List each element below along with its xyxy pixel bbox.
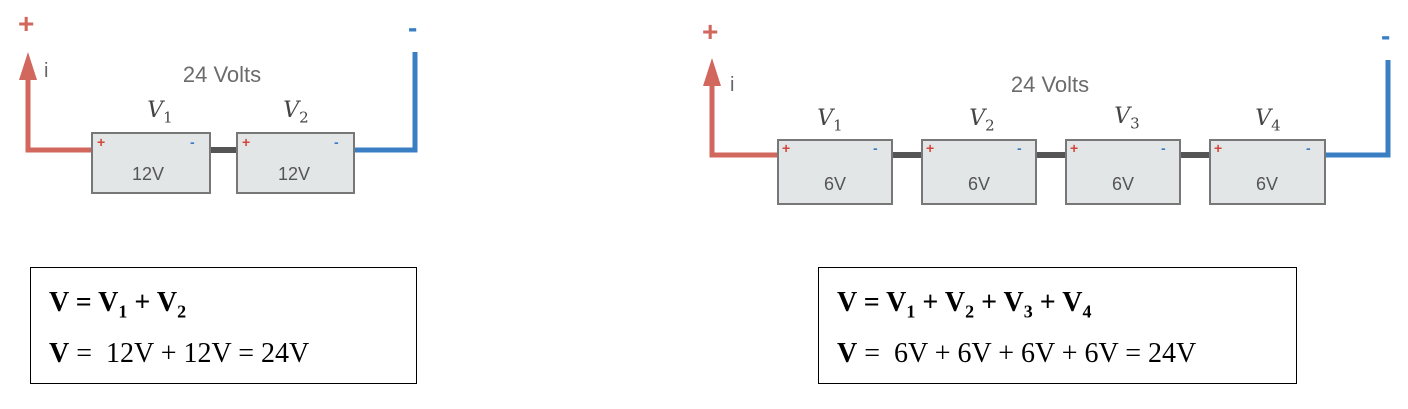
battery-v2	[236, 132, 355, 194]
battery-value: 6V	[823, 174, 847, 194]
negative-wire	[354, 52, 418, 153]
battery-value: 12V	[277, 164, 311, 184]
formula-line-1: V = V1 + V2	[49, 287, 187, 322]
current-label: i	[44, 60, 49, 82]
current-arrow-icon	[19, 52, 37, 80]
battery-label-v4: V4	[1255, 106, 1281, 135]
battery-negative-sign: -	[190, 134, 195, 150]
total-voltage-label: 24 Volts	[182, 62, 262, 87]
battery-positive-sign: +	[242, 134, 251, 150]
total-voltage-label: 24 Volts	[1010, 72, 1090, 97]
right-circuit-wires	[703, 58, 1391, 205]
battery-v3	[1065, 139, 1181, 205]
battery-v4	[1209, 139, 1326, 205]
battery-positive-sign: +	[97, 134, 106, 150]
battery-negative-sign: -	[1306, 140, 1311, 156]
right-formula-box: V = V1 + V2 + V3 + V4 V = 6V + 6V + 6V +…	[818, 267, 1297, 384]
battery-label-v1: V1	[147, 98, 173, 127]
battery-v1	[91, 132, 211, 194]
battery-label-v1: V1	[817, 106, 843, 135]
battery-label-v3: V3	[1114, 104, 1140, 133]
current-label: i	[730, 74, 735, 96]
battery-positive-sign: +	[926, 140, 935, 156]
left-formula-box: V = V1 + V2 V = 12V + 12V = 24V	[30, 267, 417, 384]
positive-terminal-label: +	[18, 8, 35, 39]
positive-wire	[25, 78, 92, 153]
battery-label-v2: V2	[969, 106, 995, 135]
positive-wire	[709, 84, 778, 158]
battery-value: 6V	[1255, 174, 1279, 194]
battery-positive-sign: +	[782, 140, 791, 156]
battery-negative-sign: -	[1017, 140, 1022, 156]
battery-positive-sign: +	[1070, 140, 1079, 156]
positive-terminal-label: +	[702, 16, 719, 47]
battery-negative-sign: -	[873, 140, 878, 156]
battery-negative-sign: -	[1161, 140, 1166, 156]
left-circuit-wires	[19, 52, 418, 194]
negative-wire	[1325, 60, 1391, 158]
current-arrow-icon	[703, 58, 721, 86]
battery-v2	[921, 139, 1037, 205]
battery-v1	[777, 139, 893, 205]
formula-line-2: V = 12V + 12V = 24V	[49, 337, 310, 369]
formula-line-1: V = V1 + V2 + V3 + V4	[837, 287, 1092, 322]
battery-negative-sign: -	[334, 134, 339, 150]
battery-value: 6V	[1111, 174, 1135, 194]
formula-line-2: V = 6V + 6V + 6V + 6V = 24V	[837, 337, 1197, 369]
battery-value: 6V	[967, 174, 991, 194]
negative-terminal-label: -	[408, 12, 418, 43]
negative-terminal-label: -	[1381, 20, 1391, 51]
battery-label-v2: V2	[283, 98, 309, 127]
battery-value: 12V	[131, 164, 165, 184]
battery-positive-sign: +	[1214, 140, 1223, 156]
